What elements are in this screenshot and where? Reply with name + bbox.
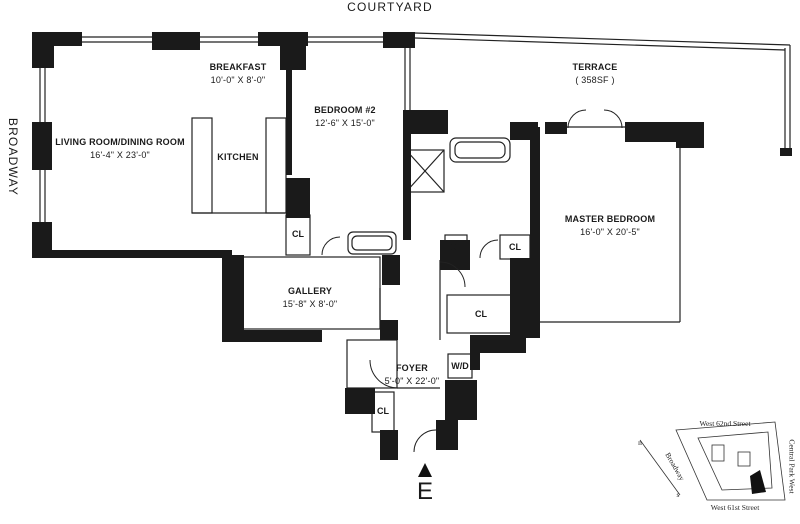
closet-label: CL	[509, 242, 521, 252]
compass-line	[639, 439, 681, 496]
room-name: TERRACE	[572, 62, 618, 72]
walls	[32, 32, 792, 460]
courtyard-label: COURTYARD	[347, 0, 433, 14]
key-map-south-street: West 61st Street	[710, 503, 760, 512]
room-dims: 5'-0" X 22'-0"	[384, 376, 440, 386]
breakfast-room: BREAKFAST 10'-0" X 8'-0"	[190, 61, 286, 87]
gallery: GALLERY 15'-8" X 8'-0"	[255, 285, 365, 311]
room-dims: 15'-8" X 8'-0"	[282, 299, 338, 309]
key-map-east-street: Central Park West	[787, 439, 797, 494]
room-dims: 16'-4" X 23'-0"	[90, 150, 150, 160]
room-name: FOYER	[395, 363, 428, 373]
closet-label: CL	[475, 309, 487, 319]
room-name: GALLERY	[287, 286, 333, 296]
foyer: FOYER 5'-0" X 22'-0"	[370, 362, 454, 388]
key-map	[639, 421, 786, 501]
room-name: BREAKFAST	[209, 62, 267, 72]
terrace: TERRACE ( 358SF )	[555, 61, 635, 87]
entrance-arrow-icon	[418, 463, 432, 477]
compass-north: n	[638, 438, 642, 447]
entrance-label: E	[416, 478, 433, 505]
living-room: LIVING ROOM/DINING ROOM 16'-4" X 23'-0"	[50, 136, 190, 162]
room-dims: 16'-0" X 20'-5"	[580, 227, 640, 237]
broadway-label: BROADWAY	[6, 117, 20, 197]
key-map-north-street: West 62nd Street	[699, 419, 751, 428]
compass-south: s	[676, 490, 680, 499]
window-lines	[39, 32, 791, 433]
bedroom-2: BEDROOM #2 12'-6" X 15'-0"	[295, 104, 395, 130]
room-name: MASTER BEDROOM	[564, 214, 656, 224]
room-dims: ( 358SF )	[575, 75, 615, 85]
key-map-building-marker	[750, 470, 766, 494]
master-bedroom: MASTER BEDROOM 16'-0" X 20'-5"	[550, 213, 670, 239]
room-name: BEDROOM #2	[314, 105, 376, 115]
room-dims: 12'-6" X 15'-0"	[315, 118, 375, 128]
closet-label: CL	[377, 406, 389, 416]
door-swings	[321, 109, 623, 453]
room-name: LIVING ROOM/DINING ROOM	[55, 137, 185, 147]
washer-dryer-label: W/D	[451, 361, 469, 371]
kitchen-label: KITCHEN	[217, 152, 259, 162]
closet-label: CL	[450, 242, 462, 252]
room-dims: 10'-0" X 8'-0"	[210, 75, 266, 85]
closet-label: CL	[292, 229, 304, 239]
